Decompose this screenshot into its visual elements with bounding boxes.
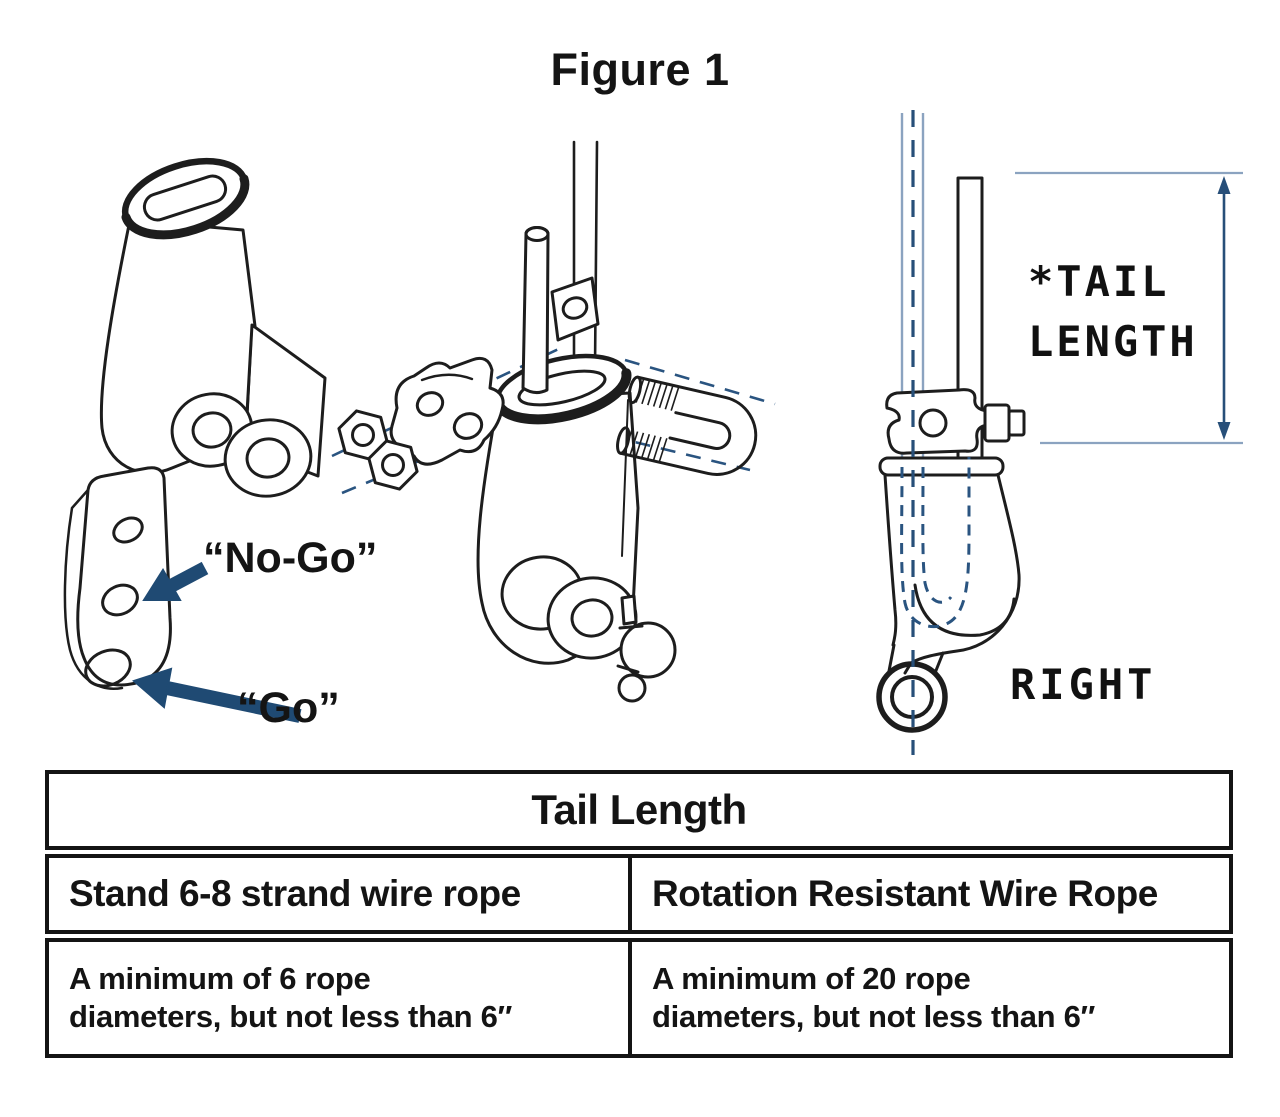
- tail-plate: [550, 276, 600, 342]
- u-bolt-threads: [623, 379, 680, 462]
- tail-length-dimension: [1015, 171, 1243, 445]
- wedge-socket-and-gauge-drawing: [63, 157, 327, 723]
- socket-side-view: [876, 456, 1021, 733]
- column-header-standard-rope: Stand 6-8 strand wire rope: [69, 873, 521, 914]
- tail-length-table: Tail Length Stand 6-8 strand wire rope R…: [45, 770, 1233, 1058]
- tail-length-line1: *TAIL: [1028, 257, 1170, 306]
- wire-rope-lines: [572, 140, 599, 374]
- clip-saddle: [389, 356, 505, 466]
- assembled-socket-drawing: [876, 110, 1243, 755]
- wedge-pin-top: [524, 226, 550, 242]
- no-go-arrow: [142, 561, 209, 601]
- value-rotation-resistant: A minimum of 20 rope diameters, but not …: [628, 942, 1229, 1054]
- value-standard-rope: A minimum of 6 rope diameters, but not l…: [69, 961, 513, 1034]
- column-header-rotation-resistant: Rotation Resistant Wire Rope: [628, 858, 1229, 930]
- no-go-label: “No-Go”: [203, 534, 378, 582]
- hidden-rope-dashes: [900, 457, 971, 629]
- exploded-assembly-drawing: [331, 140, 776, 703]
- tail-length-line2: LENGTH: [1028, 317, 1198, 366]
- right-label: RIGHT: [1010, 660, 1157, 709]
- hex-nuts: [337, 409, 419, 491]
- go-no-go-gauge: [63, 466, 172, 690]
- tail-length-label: *TAIL LENGTH: [1028, 252, 1198, 372]
- table-value-row: A minimum of 6 rope diameters, but not l…: [45, 938, 1233, 1058]
- dimension-arrow-down: [1217, 422, 1231, 440]
- wire-rope-clip: [885, 388, 1026, 455]
- wedge-pin-rod: [521, 226, 550, 395]
- u-bolt: [616, 375, 758, 476]
- go-arrow: [132, 667, 302, 723]
- go-label: “Go”: [237, 684, 340, 732]
- table-header-row: Stand 6-8 strand wire rope Rotation Resi…: [45, 854, 1233, 934]
- figure-title: Figure 1: [550, 44, 730, 95]
- socket-body: [99, 157, 327, 498]
- socket-body-exploded: [476, 353, 677, 703]
- dimension-arrow-up: [1217, 176, 1231, 194]
- clevis-eye-rings: [170, 392, 313, 498]
- socket-pin: [616, 594, 677, 703]
- table-title: Tail Length: [45, 770, 1233, 850]
- socket-top-opening: [121, 157, 250, 240]
